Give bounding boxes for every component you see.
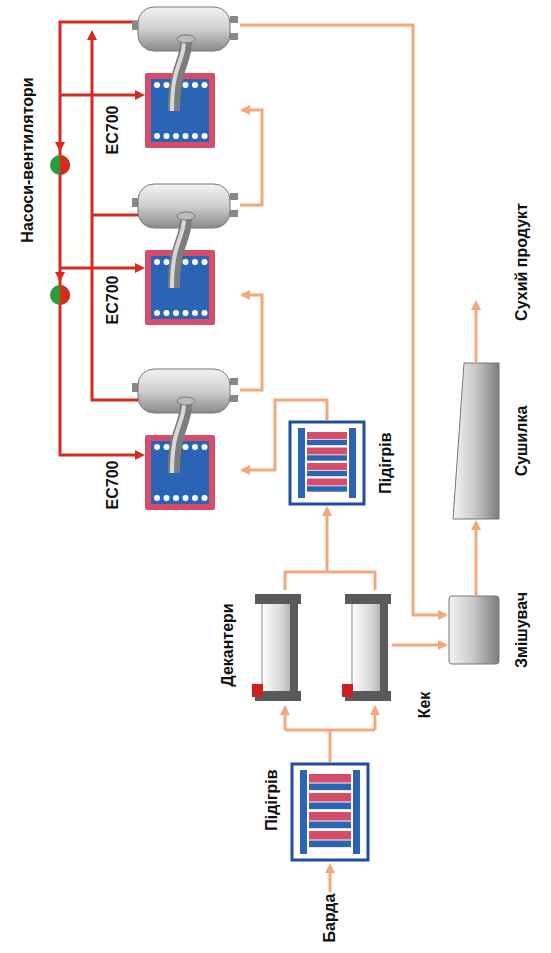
node-label: Декантери (219, 603, 237, 686)
flow-connector (240, 105, 262, 205)
flow-connector (471, 520, 481, 595)
flow-connector (392, 640, 448, 650)
flow-connector (280, 705, 380, 762)
node-label: Змішувач (513, 592, 531, 668)
equipment-node: Змішувач (448, 595, 500, 665)
dryer-illustration (452, 362, 500, 520)
mixer-illustration (448, 595, 500, 665)
equipment-node: EC700 (130, 180, 240, 327)
node-label: EC700 (104, 276, 122, 325)
ec-illustration (130, 180, 240, 327)
equipment-node: Підігрів (290, 762, 370, 862)
node-label: EC700 (104, 461, 122, 510)
flow-connector (240, 25, 448, 620)
ec-illustration (130, 3, 240, 150)
heater-illustration (288, 420, 366, 506)
heater-illustration (290, 762, 370, 862)
equipment-node: EC700 (130, 365, 240, 512)
node-label: Сушилка (513, 406, 531, 477)
vapor-lines (60, 22, 138, 455)
free-label: Барда (321, 894, 339, 943)
node-label: EC700 (104, 106, 122, 155)
node-label: Підігрів (377, 432, 395, 493)
ec-illustration (130, 365, 240, 512)
flow-connector (240, 290, 262, 390)
equipment-node: EC700 (130, 3, 240, 150)
edge-label: Кек (416, 690, 434, 721)
pump-fan-symbol (50, 155, 70, 305)
equipment-node: Підігрів (288, 420, 366, 506)
flow-connector (285, 506, 375, 590)
node-label: Підігрів (263, 769, 281, 830)
equipment-node: Сушилка (452, 362, 500, 520)
equipment-node: Декантери (250, 590, 392, 705)
vapor-arrowheads (55, 30, 145, 460)
free-label: Сухий продукт (513, 203, 531, 321)
free-label: Насоси-вентилятори (19, 77, 37, 242)
decanters-illustration (250, 590, 392, 705)
